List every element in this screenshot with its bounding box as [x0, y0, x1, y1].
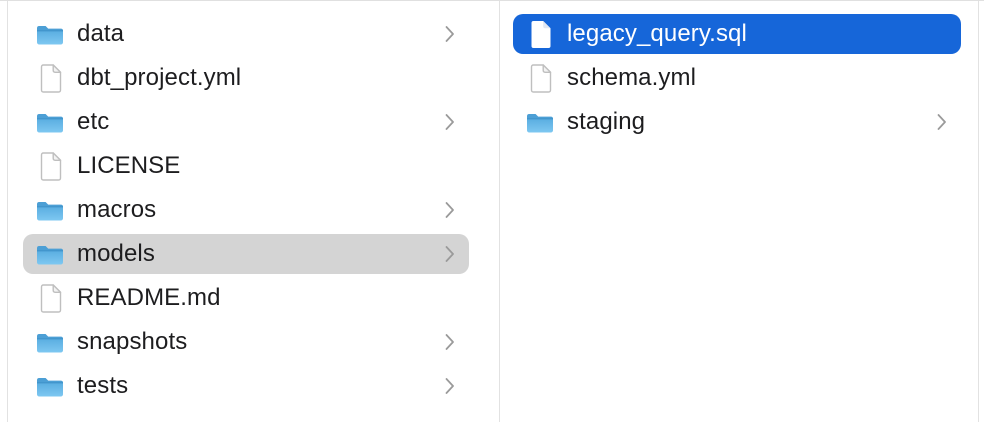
finder-column-right: legacy_query.sql schema.yml staging	[500, 1, 978, 422]
chevron-right-icon	[937, 114, 946, 130]
file-row-schema.yml[interactable]: schema.yml	[513, 56, 961, 100]
chevron-right-icon	[445, 246, 454, 262]
file-row-LICENSE[interactable]: LICENSE	[23, 144, 469, 188]
file-name-label: macros	[77, 196, 157, 223]
file-name-label: snapshots	[77, 328, 188, 355]
chevron-right-icon	[445, 334, 454, 350]
chevron-right-icon	[445, 114, 454, 130]
file-name-label: dbt_project.yml	[77, 64, 242, 91]
file-row-README.md[interactable]: README.md	[23, 276, 469, 320]
folder-icon	[37, 113, 63, 132]
chevron-right-icon	[445, 378, 454, 394]
file-name-label: tests	[77, 372, 129, 399]
chevron-right-icon	[445, 202, 454, 218]
column-resize-divider[interactable]	[499, 1, 500, 422]
file-name-label: etc	[77, 108, 110, 135]
file-row-legacy_query.sql[interactable]: legacy_query.sql	[513, 12, 961, 56]
folder-icon	[37, 377, 63, 396]
document-icon	[40, 63, 61, 93]
column-resize-divider[interactable]	[978, 1, 979, 422]
folder-row-tests[interactable]: tests	[23, 364, 469, 408]
column-divider-left	[7, 1, 8, 422]
folder-row-etc[interactable]: etc	[23, 100, 469, 144]
folder-row-models[interactable]: models	[23, 232, 469, 276]
file-name-label: legacy_query.sql	[567, 20, 747, 47]
folder-row-data[interactable]: data	[23, 12, 469, 56]
document-icon	[40, 151, 61, 181]
folder-icon	[527, 113, 553, 132]
file-name-label: models	[77, 240, 155, 267]
folder-icon	[37, 333, 63, 352]
folder-icon	[37, 25, 63, 44]
file-row-dbt_project.yml[interactable]: dbt_project.yml	[23, 56, 469, 100]
finder-column-left: data dbt_project.yml etc LICENSE macros	[8, 1, 499, 422]
document-icon	[530, 63, 551, 93]
folder-row-snapshots[interactable]: snapshots	[23, 320, 469, 364]
document-icon	[531, 20, 550, 48]
folder-row-macros[interactable]: macros	[23, 188, 469, 232]
document-icon	[40, 283, 61, 313]
file-name-label: data	[77, 20, 125, 47]
file-name-label: README.md	[77, 284, 221, 311]
folder-icon	[37, 201, 63, 220]
file-name-label: staging	[567, 108, 646, 135]
folder-row-staging[interactable]: staging	[513, 100, 961, 144]
folder-icon	[37, 245, 63, 264]
file-name-label: schema.yml	[567, 64, 697, 91]
chevron-right-icon	[445, 26, 454, 42]
file-name-label: LICENSE	[77, 152, 181, 179]
